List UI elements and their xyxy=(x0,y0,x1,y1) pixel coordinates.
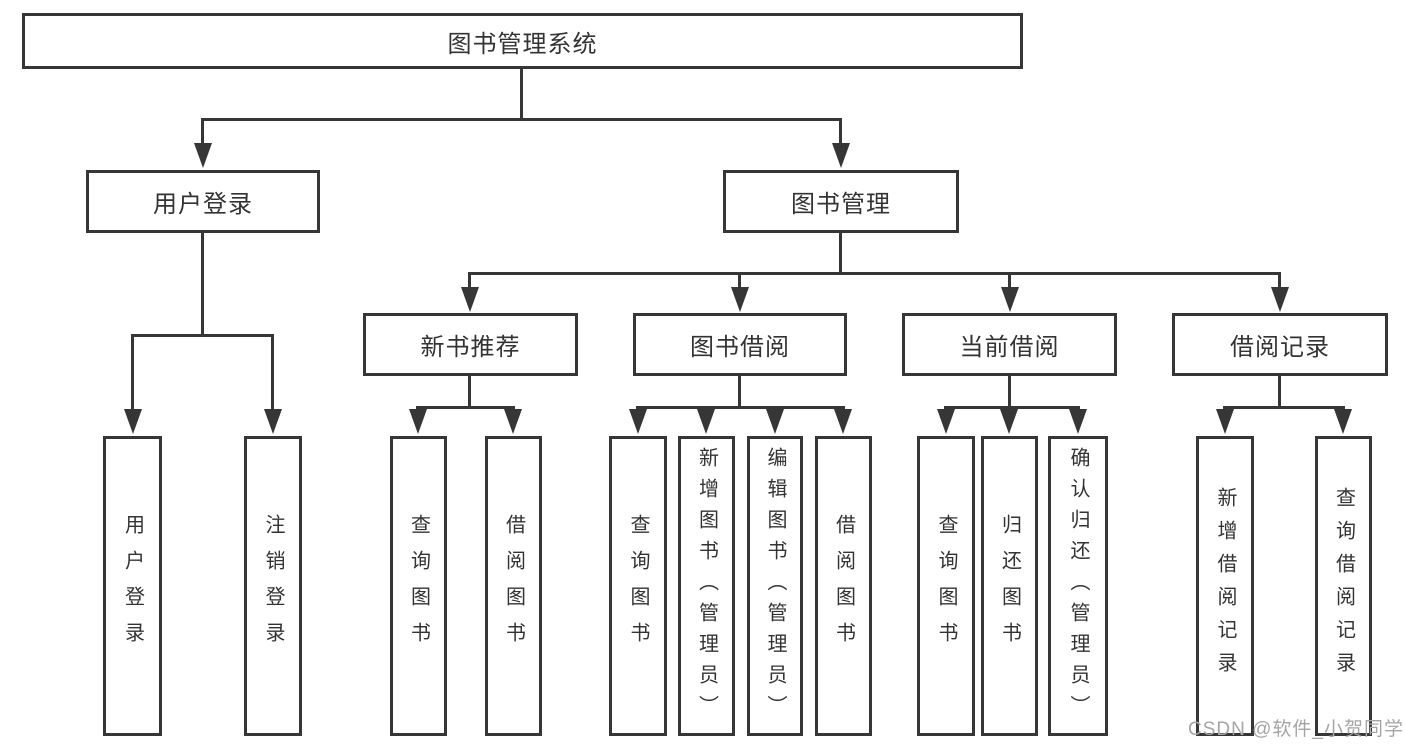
arrow-leaf xyxy=(504,409,522,434)
level3-box-current-borrow: 当前借阅 xyxy=(902,313,1117,376)
connector-stem-leaf-logout xyxy=(271,334,274,411)
arrow-leaf xyxy=(1000,409,1018,434)
level3-label: 当前借阅 xyxy=(959,334,1060,361)
watermark: CSDN @软件_小贺同学 xyxy=(1188,719,1404,740)
leaf-box-logout: 注销登录 xyxy=(244,436,302,736)
leaf-box-query-books: 查询图书 xyxy=(917,436,975,736)
leaf-label: 新增图书（管理员） xyxy=(695,446,718,726)
leaf-label: 查询借阅记录 xyxy=(1332,487,1355,685)
leaf-box-query-books: 查询图书 xyxy=(609,436,667,736)
leaf-label: 查询图书 xyxy=(627,514,649,658)
connector-book-borrow-stem xyxy=(738,376,741,409)
level3-box-borrow-records: 借阅记录 xyxy=(1172,313,1388,376)
level3-label: 图书借阅 xyxy=(690,334,790,361)
connector-new-book-bracket xyxy=(416,406,515,409)
connector-book-mgmt-stem xyxy=(839,233,842,275)
connector-stem-leaf-login xyxy=(131,334,134,411)
arrow-leaf xyxy=(697,409,715,434)
leaf-box-borrow-books: 借阅图书 xyxy=(815,436,872,736)
level3-box-book-borrow: 图书借阅 xyxy=(633,313,847,376)
leaf-box-edit-books-admin: 编辑图书（管理员） xyxy=(747,436,803,736)
root-box-label: 图书管理系统 xyxy=(447,30,598,58)
arrow-to-book-borrow xyxy=(731,287,749,312)
connector-stem-borrow-records xyxy=(1278,272,1281,289)
leaf-label: 查询图书 xyxy=(407,514,430,658)
connector-user-login-stem xyxy=(201,233,204,337)
arrow-leaf xyxy=(1069,409,1087,434)
connector-borrow-records-bracket xyxy=(1223,406,1345,409)
leaf-label: 新增借阅记录 xyxy=(1214,487,1236,685)
level3-label: 新书推荐 xyxy=(420,334,521,361)
connector-stem-user-login xyxy=(201,118,204,145)
level2-box-user-login: 用户登录 xyxy=(86,170,320,233)
arrow-to-book-mgmt xyxy=(832,143,850,168)
connector-new-book-stem xyxy=(468,376,471,409)
arrow-to-leaf-logout xyxy=(264,409,282,434)
connector-borrow-records-stem xyxy=(1278,376,1281,409)
connector-stem-new-book xyxy=(468,272,471,289)
leaf-box-user-login: 用户登录 xyxy=(103,436,162,736)
arrow-leaf xyxy=(1216,409,1234,434)
connector-current-borrow-stem xyxy=(1008,376,1011,409)
arrow-leaf xyxy=(937,409,955,434)
level2-label: 图书管理 xyxy=(791,191,891,218)
connector-current-borrow-bracket xyxy=(944,406,1080,409)
leaf-label: 借阅图书 xyxy=(832,514,855,658)
leaf-label: 归还图书 xyxy=(998,514,1021,658)
connector-stem-book-borrow xyxy=(738,272,741,289)
connector-stem-book-mgmt xyxy=(839,118,842,145)
level3-box-new-book-rec: 新书推荐 xyxy=(363,313,578,376)
arrow-leaf xyxy=(629,409,647,434)
connector-book-borrow-bracket xyxy=(636,406,845,409)
leaf-box-add-borrow-record: 新增借阅记录 xyxy=(1196,436,1254,736)
leaf-box-query-borrow-record: 查询借阅记录 xyxy=(1315,436,1372,736)
connector-book-mgmt-bracket xyxy=(468,272,1281,275)
level2-box-book-mgmt: 图书管理 xyxy=(723,170,959,233)
connector-stem-current-borrow xyxy=(1008,272,1011,289)
leaf-box-query-books: 查询图书 xyxy=(390,436,447,736)
leaf-box-confirm-return-admin: 确认归还（管理员） xyxy=(1048,436,1108,736)
leaf-box-add-books-admin: 新增图书（管理员） xyxy=(678,436,735,736)
arrow-leaf xyxy=(409,409,427,434)
leaf-label: 注销登录 xyxy=(262,514,284,658)
leaf-label: 查询图书 xyxy=(935,514,957,658)
arrow-leaf xyxy=(1334,409,1352,434)
leaf-label: 借阅图书 xyxy=(502,514,525,658)
connector-user-login-bracket xyxy=(131,334,274,337)
arrow-to-current-borrow xyxy=(1001,287,1019,312)
level3-label: 借阅记录 xyxy=(1230,334,1330,361)
root-box-library-system: 图书管理系统 xyxy=(22,13,1023,69)
arrow-to-borrow-records xyxy=(1271,287,1289,312)
arrow-to-user-login xyxy=(194,143,212,168)
leaf-box-borrow-books: 借阅图书 xyxy=(485,436,542,736)
leaf-label: 编辑图书（管理员） xyxy=(764,446,786,726)
arrow-to-leaf-login xyxy=(124,409,142,434)
leaf-box-return-books: 归还图书 xyxy=(981,436,1038,736)
connector-root-stem xyxy=(520,69,523,118)
leaf-label: 确认归还（管理员） xyxy=(1067,446,1089,726)
arrow-to-new-book xyxy=(461,287,479,312)
arrow-leaf xyxy=(766,409,784,434)
arrow-leaf xyxy=(834,409,852,434)
connector-root-bracket xyxy=(201,118,842,121)
leaf-label: 用户登录 xyxy=(121,514,144,658)
level2-label: 用户登录 xyxy=(153,191,253,218)
